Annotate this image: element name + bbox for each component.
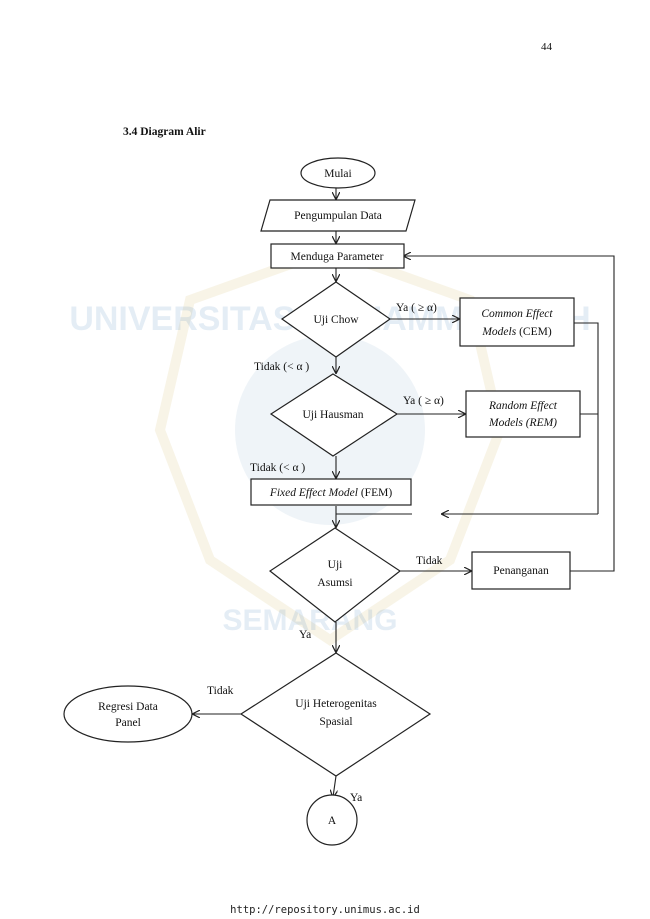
node-cem-line2-italic: Models	[481, 326, 516, 338]
node-cem: Common Effect Models (CEM)	[459, 297, 575, 347]
edge-penanganan-loop	[404, 256, 615, 572]
watermark-bottom-text: SEMARANG	[222, 604, 397, 637]
label-hetero-ya: Ya	[350, 792, 362, 804]
edge-labels: Ya ( ≥ α) Tidak (< α ) Ya ( ≥ α) Tidak (…	[207, 302, 444, 804]
node-mulai-label: Mulai	[324, 168, 351, 180]
node-uji-hausman-label: Uji Hausman	[302, 409, 363, 421]
node-uji-hausman: Uji Hausman	[269, 373, 399, 457]
page-number: 44	[541, 41, 552, 53]
label-hausman-tidak: Tidak (< α )	[250, 462, 305, 474]
node-uji-hetero-line2: Spasial	[319, 716, 352, 728]
label-chow-tidak: Tidak (< α )	[254, 361, 309, 373]
node-uji-asumsi: Uji Asumsi	[268, 527, 402, 623]
node-rem: Random Effect Models (REM)	[465, 390, 581, 438]
node-regresi-line2: Panel	[115, 717, 141, 729]
node-rem-line2: Models (REM)	[488, 417, 557, 429]
flowchart-edges	[193, 188, 615, 797]
node-fem-plain: (FEM)	[358, 487, 392, 499]
node-uji-hetero-line1: Uji Heterogenitas	[295, 698, 377, 710]
svg-text:Models (CEM): Models (CEM)	[481, 326, 551, 338]
node-pengumpulan-data: Pengumpulan Data	[260, 199, 416, 232]
node-regresi-line1: Regresi Data	[98, 701, 158, 713]
edge-cem-return	[574, 322, 599, 514]
label-chow-ya: Ya ( ≥ α)	[396, 302, 437, 314]
node-cem-line2-plain: (CEM)	[516, 326, 552, 338]
node-uji-chow-label: Uji Chow	[313, 314, 359, 326]
node-uji-heterogenitas: Uji Heterogenitas Spasial	[239, 652, 432, 777]
node-uji-chow: Uji Chow	[280, 281, 392, 358]
node-penanganan-label: Penanganan	[493, 565, 549, 577]
svg-text:Fixed Effect Model (FEM): Fixed Effect Model (FEM)	[269, 487, 392, 499]
node-connector-a-label: A	[328, 815, 337, 827]
node-fem: Fixed Effect Model (FEM)	[250, 478, 412, 506]
node-cem-line1: Common Effect	[481, 308, 553, 320]
node-uji-asumsi-line2: Asumsi	[317, 577, 352, 589]
node-penanganan: Penanganan	[471, 551, 571, 590]
node-connector-a: A	[306, 794, 358, 846]
node-mulai: Mulai	[300, 157, 376, 189]
edge-hetero-a	[333, 775, 336, 797]
label-asumsi-tidak: Tidak	[416, 555, 443, 567]
node-fem-italic: Fixed Effect Model	[269, 487, 358, 499]
node-regresi-data-panel: Regresi Data Panel	[63, 685, 193, 743]
footer-url: http://repository.unimus.ac.id	[230, 904, 420, 916]
label-hausman-ya: Ya ( ≥ α)	[403, 395, 444, 407]
node-menduga-parameter: Menduga Parameter	[270, 243, 405, 269]
node-pengumpulan-label: Pengumpulan Data	[294, 210, 382, 222]
section-heading: 3.4 Diagram Alir	[123, 126, 206, 138]
label-asumsi-ya: Ya	[299, 629, 311, 641]
node-uji-asumsi-line1: Uji	[328, 559, 343, 571]
label-hetero-tidak: Tidak	[207, 685, 234, 697]
node-rem-line1: Random Effect	[488, 400, 558, 412]
node-menduga-label: Menduga Parameter	[291, 251, 384, 263]
